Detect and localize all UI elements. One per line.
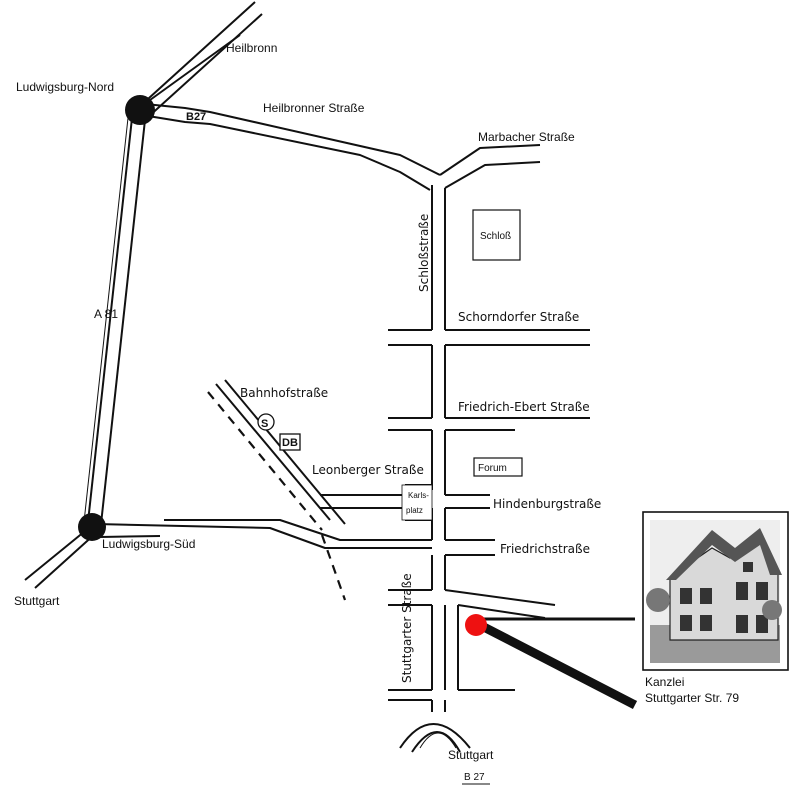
schloss-box	[472, 209, 521, 261]
label-leonberger-strasse: Leonberger Straße	[312, 463, 424, 477]
junction-ludwigsburg-sued	[78, 513, 106, 541]
label-heilbronn: Heilbronn	[226, 41, 277, 55]
label-ludwigsburg-sued: Ludwigsburg-Süd	[102, 537, 195, 551]
road-marbacher-strasse	[439, 144, 541, 189]
label-a81: A 81	[94, 307, 118, 321]
karlsplatz-box	[401, 484, 433, 521]
label-heilbronner-strasse: Heilbronner Straße	[263, 101, 365, 115]
road-main-north-south	[431, 185, 446, 712]
road-heilbronner-strasse	[144, 103, 441, 191]
label-karlsplatz-line2: platz	[406, 506, 423, 515]
s-bahn-icon: S	[257, 413, 275, 431]
highway-a81	[24, 1, 263, 589]
office-pointer-thick	[475, 620, 638, 709]
label-bahnhofstrasse: Bahnhofstraße	[240, 386, 328, 400]
svg-text:DB: DB	[282, 437, 298, 449]
office-location-marker[interactable]	[465, 614, 487, 636]
label-stuttgarter-strasse: Stuttgarter Straße	[400, 573, 414, 683]
label-schorndorfer-strasse: Schorndorfer Straße	[458, 310, 579, 324]
db-icon: DB	[279, 433, 301, 451]
label-b27-top: B27	[186, 111, 206, 123]
railway	[207, 379, 347, 601]
label-karlsplatz-line1: Karls-	[408, 491, 429, 500]
label-friedrichstrasse: Friedrichstraße	[500, 542, 590, 556]
label-stuttgart-south: Stuttgart	[448, 748, 494, 762]
forum-box	[473, 457, 523, 477]
road-south-arc	[399, 723, 471, 753]
label-b27-bottom: B 27	[464, 772, 485, 783]
junction-ludwigsburg-nord	[125, 95, 155, 125]
label-hindenburgstrasse: Hindenburgstraße	[493, 497, 601, 511]
label-ludwigsburg-nord: Ludwigsburg-Nord	[16, 80, 114, 94]
label-office-address: Stuttgarter Str. 79	[645, 691, 739, 705]
label-forum: Forum	[478, 463, 507, 474]
svg-text:S: S	[261, 418, 268, 430]
label-schlossstrasse: Schloßstraße	[417, 214, 431, 292]
label-stuttgart-west: Stuttgart	[14, 594, 60, 608]
office-building-image	[642, 511, 789, 671]
label-marbacher-strasse: Marbacher Straße	[478, 130, 575, 144]
label-office-name: Kanzlei	[645, 675, 684, 689]
label-schloss: Schloß	[480, 231, 511, 242]
label-friedrich-ebert-strasse: Friedrich-Ebert Straße	[458, 400, 590, 414]
